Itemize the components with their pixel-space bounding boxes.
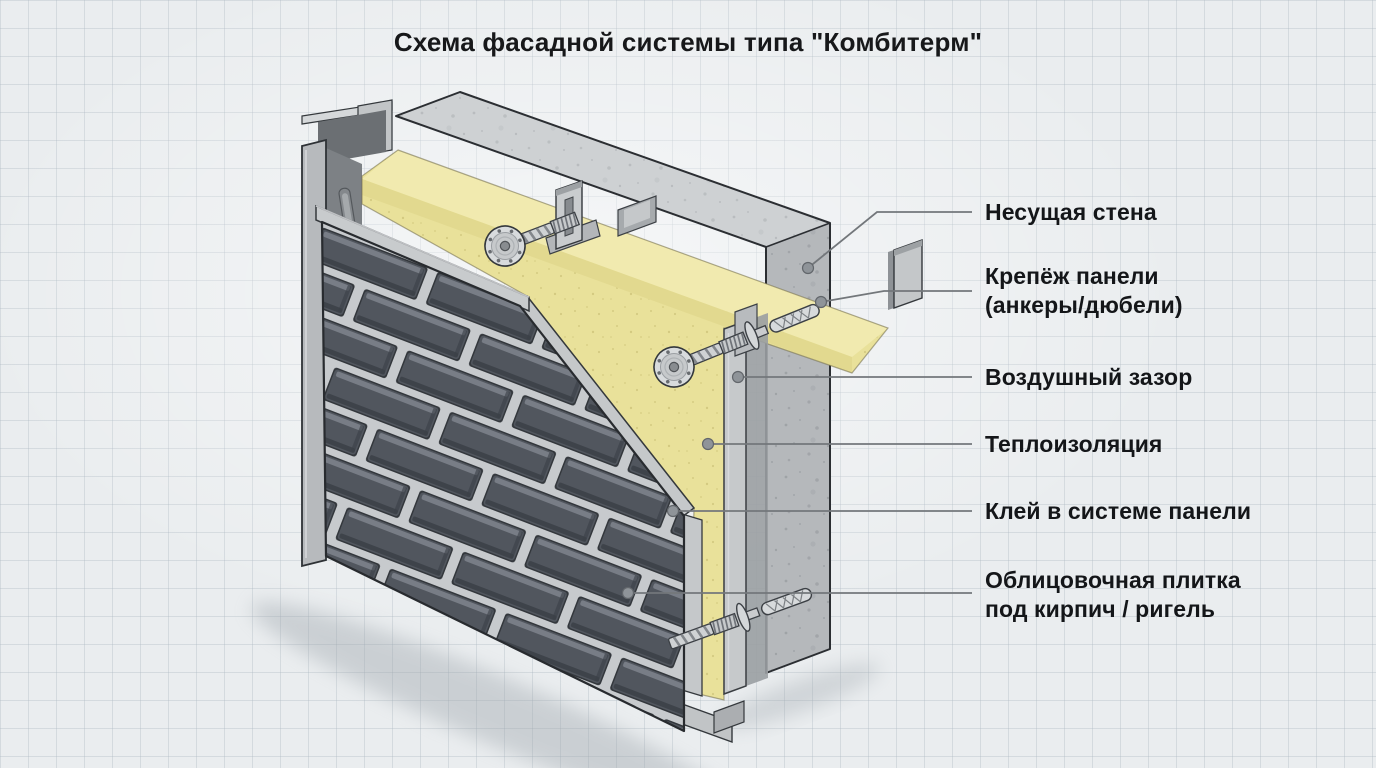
- concrete-notch-plate: [617, 195, 657, 237]
- right-channel-bracket: [888, 239, 923, 310]
- label-panel-anchor: Крепёж панели (анкеры/дюбели): [985, 263, 1183, 318]
- label-insulation: Теплоизоляция: [985, 431, 1163, 457]
- label-brick-tile: Облицовочная плитка под кирпич / ригель: [985, 567, 1241, 622]
- brick-cladding-panel: [320, 220, 686, 733]
- label-air-gap: Воздушный зазор: [985, 364, 1193, 390]
- load-bearing-wall: [395, 91, 831, 674]
- page-title: Схема фасадной системы типа "Комбитерм": [393, 27, 983, 57]
- drop-shadow: [251, 601, 881, 768]
- label-load-bearing-wall: Несущая стена: [985, 199, 1157, 225]
- leader-anchor: [820, 290, 972, 303]
- air-gap-and-profile: [723, 303, 768, 696]
- leader-load-bearing-wall: [807, 211, 972, 269]
- leader-lines: [628, 211, 972, 594]
- leader-dots: [621, 261, 828, 600]
- label-adhesive: Клей в системе панели: [985, 498, 1252, 524]
